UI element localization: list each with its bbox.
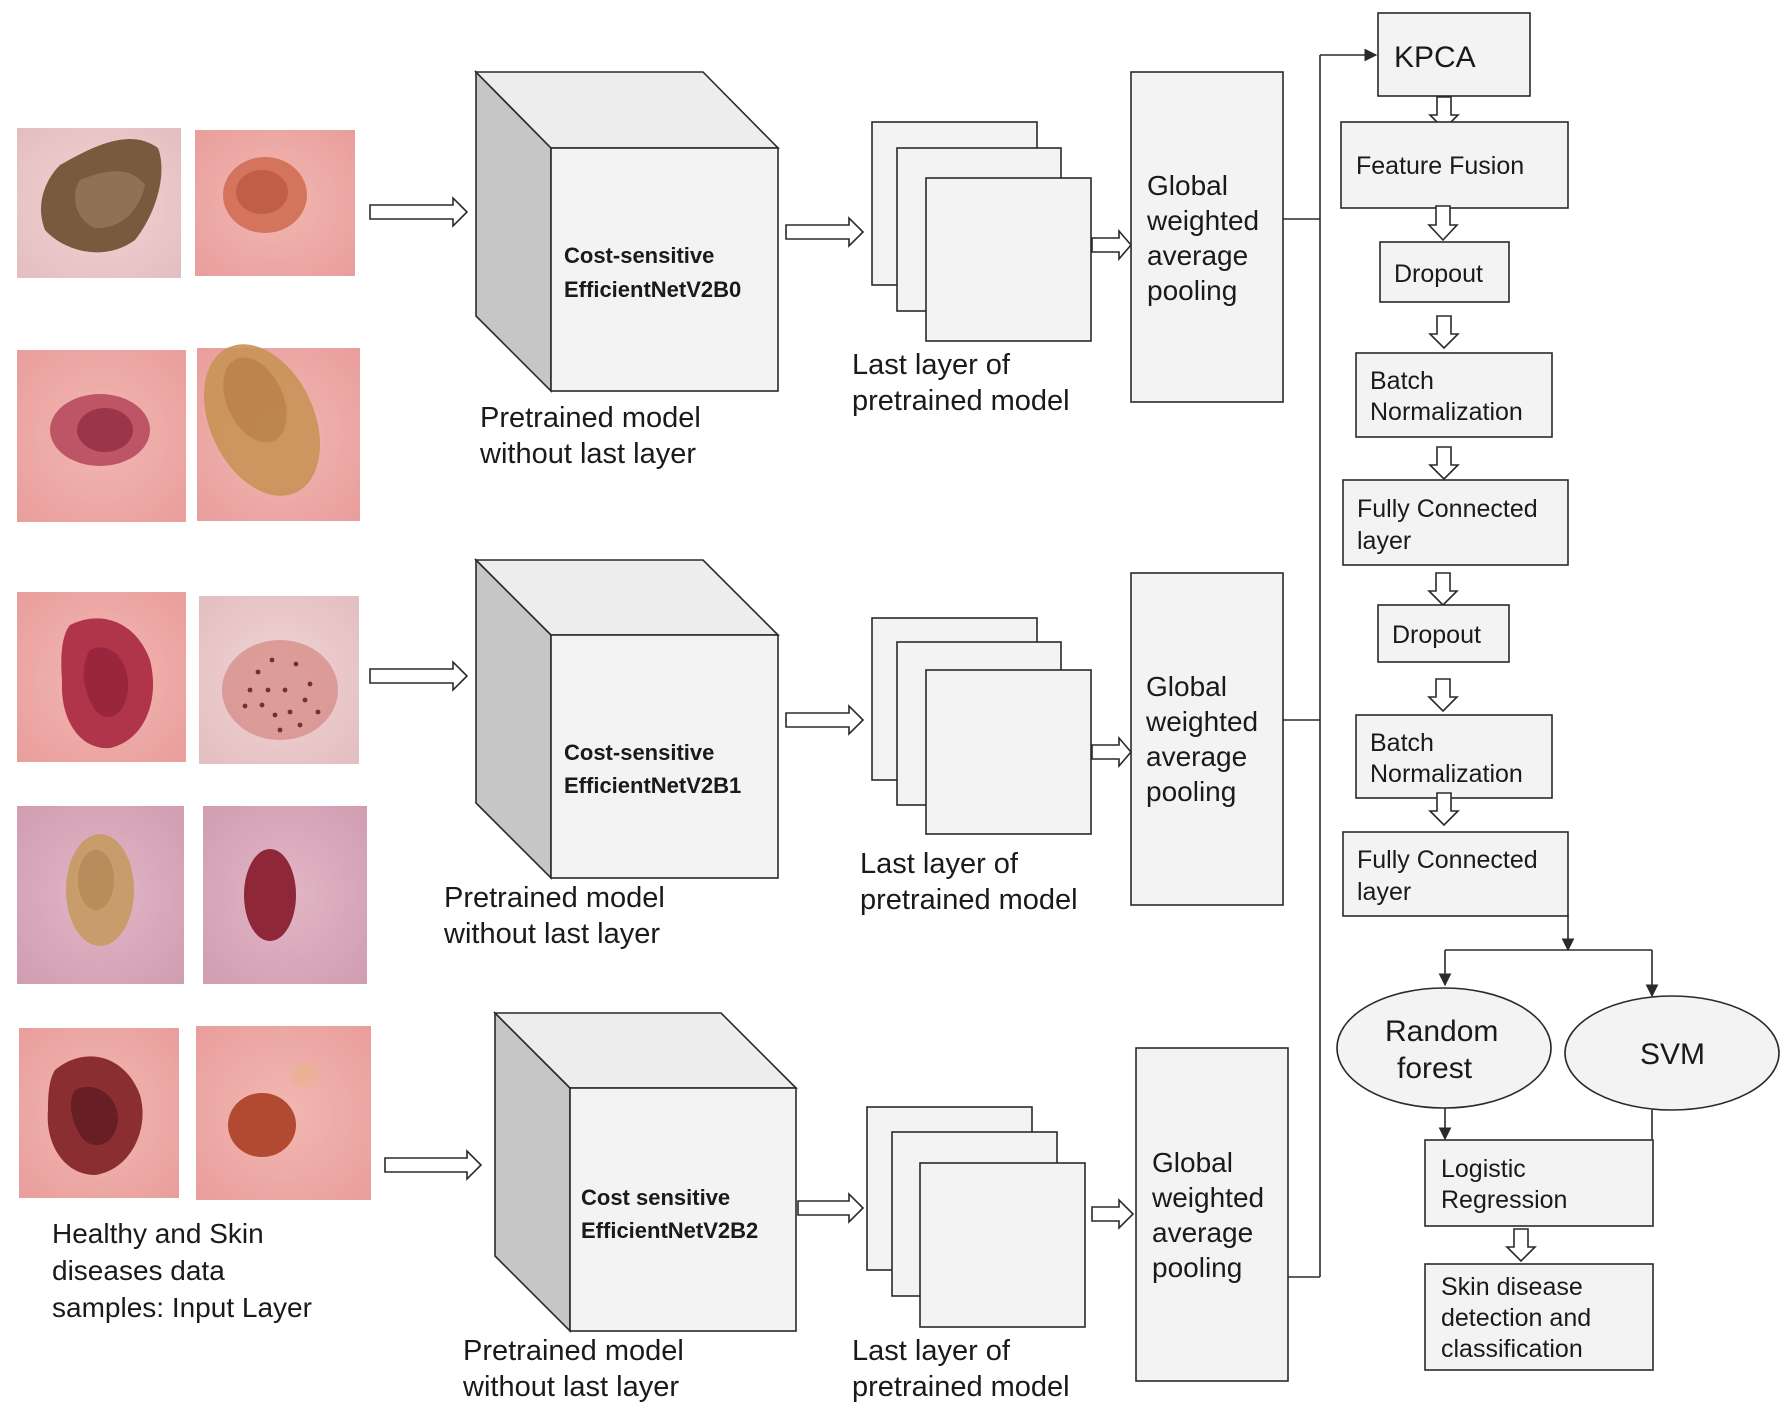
batch-norm-label-2: Batch Normalization <box>1370 729 1523 788</box>
input-samples <box>17 128 371 1200</box>
sample-image-2 <box>195 130 355 276</box>
dropout-label-2: Dropout <box>1392 621 1481 649</box>
logistic-regression-label: Logistic Regression <box>1441 1155 1567 1214</box>
batch-norm-box-2 <box>1355 714 1553 799</box>
output-label: Skin disease detection and classificatio… <box>1441 1273 1598 1363</box>
layer-stack-1 <box>871 121 1092 342</box>
branch-2: Cost-sensitive EfficientNetV2B1 Pretrain… <box>369 558 1284 950</box>
arrow-fc-to-dropout-2 <box>1427 572 1459 607</box>
sample-image-8 <box>203 806 367 984</box>
svm-ellipse <box>1564 995 1780 1111</box>
pooling-label-1: Global weighted average pooling <box>1146 170 1267 306</box>
arrow-layers-to-pooling-1 <box>1091 228 1133 262</box>
cube-model-3 <box>493 1011 798 1333</box>
feature-fusion-box <box>1340 121 1569 209</box>
fully-connected-box-1 <box>1342 479 1569 566</box>
arrow-fusion-to-dropout-1 <box>1427 205 1459 242</box>
dropout-label-1: Dropout <box>1394 260 1483 288</box>
kpca-label: KPCA <box>1394 41 1476 74</box>
arrow-model-to-layers-1 <box>785 216 865 248</box>
arrow-lr-to-output <box>1505 1228 1537 1263</box>
random-forest-label: Random forest <box>1385 1015 1507 1085</box>
merge-connectors <box>1283 48 1378 1278</box>
kpca-box <box>1377 12 1531 97</box>
cube-model-2 <box>474 558 780 880</box>
dropout-box-1 <box>1379 241 1510 303</box>
sample-image-6 <box>199 596 359 764</box>
sample-image-3 <box>17 350 186 522</box>
arrow-input-to-model-3 <box>384 1149 483 1181</box>
branch-3: Cost sensitive EfficientNetV2B2 Pretrain… <box>384 1011 1289 1403</box>
branch-1: Cost-sensitive EfficientNetV2B0 Pretrain… <box>369 70 1284 470</box>
arrow-batchnorm-to-fc-1 <box>1428 446 1460 481</box>
fusion-pipeline: KPCA Feature Fusion Dropout Batch Normal… <box>1336 12 1780 1371</box>
model-name-1: Cost-sensitive EfficientNetV2B0 <box>564 243 741 302</box>
sample-image-7 <box>17 806 184 984</box>
fully-connected-label-1: Fully Connected layer <box>1357 495 1545 555</box>
model-name-3: Cost sensitive EfficientNetV2B2 <box>581 1185 758 1243</box>
pooling-box-3 <box>1135 1047 1289 1382</box>
arrow-model-to-layers-2 <box>785 704 865 736</box>
pretrained-caption-3: Pretrained model without last layer <box>462 1335 692 1403</box>
pooling-label-2: Global weighted average pooling <box>1145 671 1266 807</box>
last-layer-caption-3: Last layer of pretrained model <box>852 1335 1070 1403</box>
batch-norm-label-1: Batch Normalization <box>1370 367 1523 426</box>
arrow-layers-to-pooling-3 <box>1091 1198 1135 1230</box>
feature-fusion-label: Feature Fusion <box>1356 152 1524 180</box>
logistic-regression-box <box>1424 1139 1654 1227</box>
model-name-2: Cost-sensitive EfficientNetV2B1 <box>564 740 741 798</box>
pretrained-caption-1: Pretrained model without last layer <box>479 402 709 470</box>
cube-model-1 <box>474 70 780 393</box>
last-layer-caption-1: Last layer of pretrained model <box>852 349 1070 417</box>
pooling-box-2 <box>1130 572 1284 906</box>
output-box <box>1424 1263 1654 1371</box>
pooling-label-3: Global weighted average pooling <box>1151 1147 1272 1283</box>
sample-image-4 <box>197 344 360 521</box>
arrow-dropout-to-batchnorm-2 <box>1427 678 1459 713</box>
random-forest-ellipse <box>1336 987 1552 1109</box>
input-caption: Healthy and Skin diseases data samples: … <box>52 1218 312 1323</box>
pooling-box-1 <box>1130 71 1284 403</box>
arrow-layers-to-pooling-2 <box>1091 735 1133 769</box>
arrow-batchnorm-to-fc-2 <box>1428 792 1460 827</box>
fully-connected-label-2: Fully Connected layer <box>1357 846 1545 906</box>
sample-image-10 <box>196 1026 371 1200</box>
fully-connected-box-2 <box>1342 831 1569 917</box>
sample-image-9 <box>19 1028 179 1198</box>
batch-norm-box-1 <box>1355 352 1553 438</box>
layer-stack-3 <box>866 1106 1086 1328</box>
pretrained-caption-2: Pretrained model without last layer <box>443 882 673 950</box>
arrow-input-to-model-1 <box>369 196 469 228</box>
sample-image-5 <box>17 592 186 762</box>
arrow-model-to-layers-3 <box>797 1192 865 1224</box>
arrow-dropout-to-batchnorm-1 <box>1428 315 1460 350</box>
arrow-input-to-model-2 <box>369 660 469 692</box>
svm-label: SVM <box>1640 1038 1705 1071</box>
sample-image-1 <box>17 128 181 278</box>
dropout-box-2 <box>1377 604 1510 663</box>
last-layer-caption-2: Last layer of pretrained model <box>860 848 1078 916</box>
layer-stack-2 <box>871 617 1092 835</box>
